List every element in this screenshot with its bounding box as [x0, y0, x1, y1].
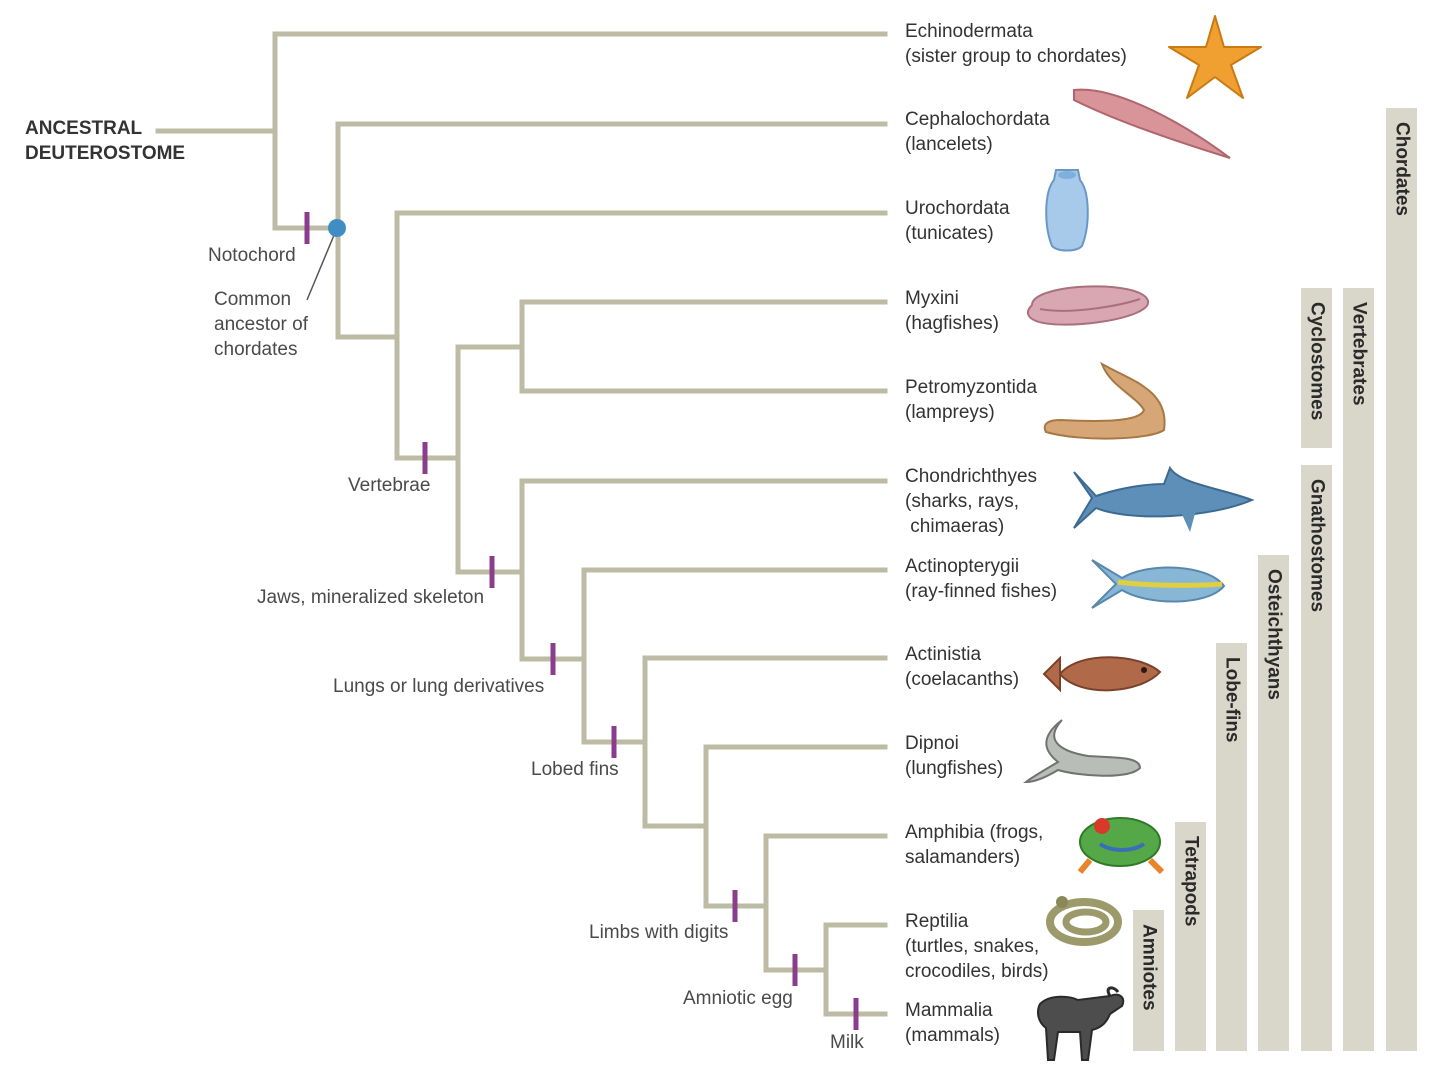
frog-icon: [1077, 817, 1165, 874]
tunicate-icon: [1045, 169, 1089, 252]
group-label-lobe-fins: Lobe-fins: [1221, 657, 1243, 743]
taxon-mammalia: Mammalia(mammals): [905, 1000, 1000, 1046]
root-label: ANCESTRAL DEUTEROSTOME: [25, 118, 186, 164]
trait-label-jaws: Jaws, mineralized skeleton: [257, 587, 485, 608]
trait-label-amniotic-egg: Amniotic egg: [683, 988, 793, 1009]
group-bar-vertebrates: Vertebrates: [1343, 288, 1374, 1051]
group-bar-lobe-fins: Lobe-fins: [1216, 643, 1247, 1051]
branch-actinopterygii: [581, 567, 888, 745]
group-bar-cyclostomes: Cyclostomes: [1301, 288, 1332, 448]
group-bar-chordates: Chordates: [1386, 108, 1417, 1051]
branch-dipnoi: [703, 744, 888, 909]
group-label-tetrapods: Tetrapods: [1180, 836, 1202, 927]
lungfish-icon: [1022, 719, 1142, 784]
common-ancestor-node: [328, 219, 346, 237]
snake-icon: [1046, 896, 1122, 946]
common-ancestor-pointer: [306, 227, 338, 301]
trait-label-vertebrae: Vertebrae: [348, 475, 431, 496]
group-label-cyclostomes: Cyclostomes: [1306, 302, 1328, 421]
branch-cyclostome-split: [519, 299, 888, 394]
taxon-myxini: Myxini(hagfishes): [905, 288, 999, 334]
taxon-urochordata: Urochordata(tunicates): [905, 198, 1010, 244]
branch-cephalochordata: [335, 121, 888, 340]
branch-amphibia: [763, 833, 888, 973]
branch-echinodermata: [272, 31, 888, 231]
branch-chondrichthyes: [519, 478, 888, 662]
wildebeest-icon: [1037, 986, 1125, 1061]
group-label-gnathostomes: Gnathostomes: [1306, 479, 1328, 613]
group-bar-osteichthyans: Osteichthyans: [1258, 555, 1289, 1051]
common-ancestor-label: Common ancestor of chordates: [214, 289, 308, 360]
taxon-chondrichthyes: Chondrichthyes(sharks, rays, chimaeras): [905, 466, 1038, 537]
trait-label-lobed-fins: Lobed fins: [531, 759, 619, 780]
group-bar-tetrapods: Tetrapods: [1175, 822, 1206, 1051]
trait-label-milk: Milk: [830, 1032, 864, 1053]
group-label-chordates: Chordates: [1391, 122, 1413, 216]
branch-actinistia: [642, 655, 888, 829]
hagfish-icon: [1026, 285, 1149, 326]
trait-label-notochord: Notochord: [208, 245, 296, 266]
lancelet-icon: [1073, 88, 1231, 159]
taxon-dipnoi: Dipnoi(lungfishes): [905, 733, 1004, 779]
trait-label-limbs: Limbs with digits: [589, 922, 729, 943]
branch-urochordata: [394, 210, 888, 461]
group-label-vertebrates: Vertebrates: [1348, 302, 1370, 406]
group-bar-gnathostomes: Gnathostomes: [1301, 465, 1332, 1051]
ray-finned-fish-icon: [1091, 559, 1226, 609]
taxon-petromyzontida: Petromyzontida(lampreys): [905, 377, 1038, 423]
taxon-reptilia: Reptilia(turtles, snakes,crocodiles, bir…: [905, 911, 1049, 982]
lamprey-icon: [1043, 361, 1166, 440]
group-label-osteichthyans: Osteichthyans: [1263, 569, 1285, 700]
group-label-amniotes: Amniotes: [1138, 924, 1160, 1011]
group-bar-amniotes: Amniotes: [1133, 910, 1164, 1051]
coelacanth-icon: [1042, 655, 1162, 693]
taxon-echinodermata: Echinodermata(sister group to chordates): [905, 21, 1127, 67]
taxon-actinistia: Actinistia(coelacanths): [905, 644, 1020, 690]
taxon-amphibia: Amphibia (frogs,salamanders): [905, 822, 1044, 868]
starfish-icon: [1168, 15, 1262, 99]
shark-icon: [1073, 466, 1254, 532]
trait-label-lungs: Lungs or lung derivatives: [333, 676, 545, 697]
taxon-actinopterygii: Actinopterygii(ray-finned fishes): [905, 556, 1058, 602]
taxon-cephalochordata: Cephalochordata(lancelets): [905, 109, 1050, 155]
